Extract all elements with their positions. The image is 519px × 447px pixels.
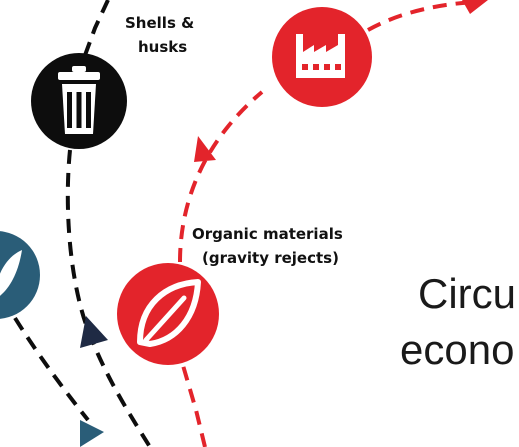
organic-label-line1: Organic materials (192, 225, 343, 243)
factory-icon (296, 34, 345, 78)
circular-title-line1: Circu (418, 270, 516, 317)
teal-arrowhead-down (80, 420, 104, 447)
trash-bin-icon (58, 66, 100, 134)
waste-node (31, 53, 127, 149)
organic-node (117, 263, 219, 365)
factory-outflow-path (367, 0, 476, 32)
organic-to-factory-path (178, 90, 264, 263)
waste-flow-path-top (82, 0, 110, 59)
factory-node (272, 7, 372, 107)
circular-title-line2: econo (400, 326, 514, 373)
partial-left-node (0, 231, 40, 319)
shells-label-line1: Shells & (125, 14, 194, 32)
shells-label-line2: husks (138, 38, 187, 56)
left-flow-path (13, 316, 90, 422)
leaf-icon (137, 279, 201, 347)
organic-label-line2: (gravity rejects) (202, 249, 339, 267)
leaf-icon (0, 250, 22, 296)
navy-arrowhead-up (80, 316, 108, 348)
organic-flow-path-bottom (180, 361, 207, 447)
red-arrowhead-up (194, 136, 216, 162)
red-arrowhead-top-right (462, 0, 488, 14)
